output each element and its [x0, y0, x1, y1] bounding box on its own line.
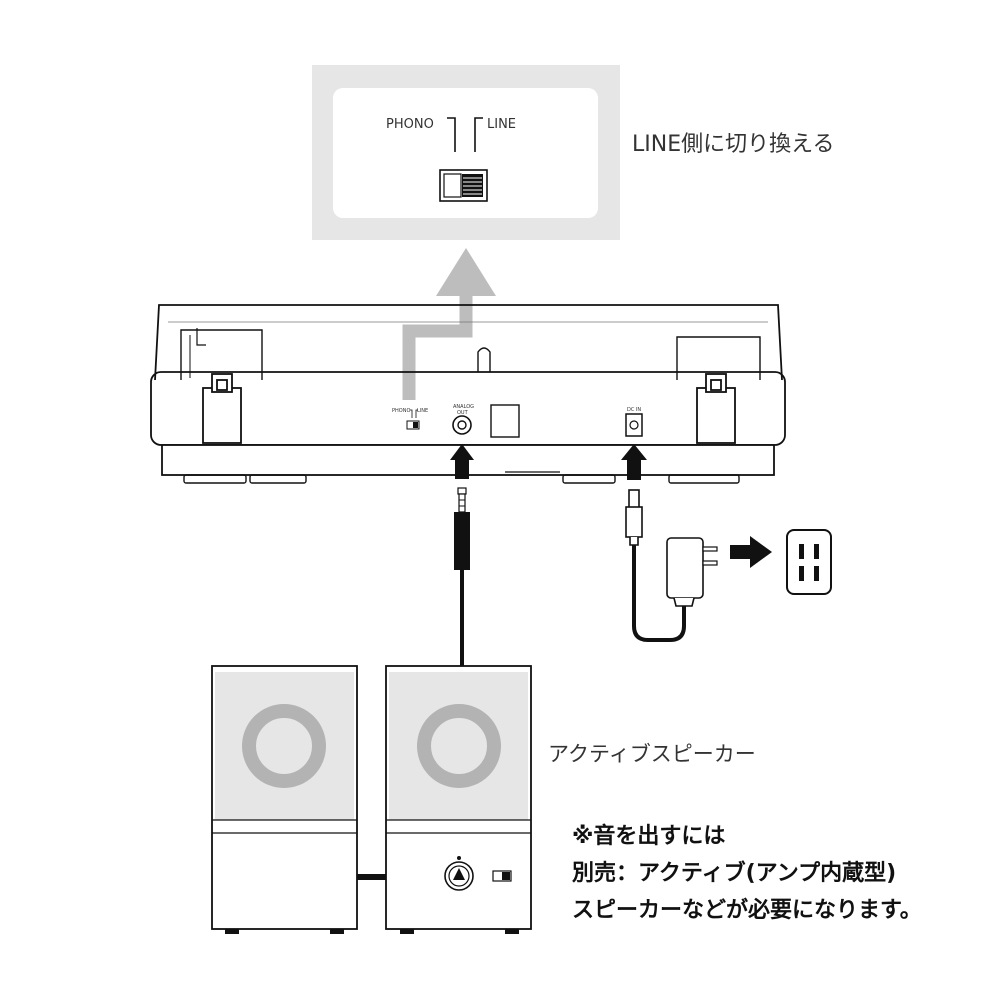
note-line-1: ※音を出すには: [572, 824, 726, 849]
dust-cover: [154, 304, 783, 381]
volume-knob: [444, 856, 474, 891]
callout-arrow: [402, 248, 496, 400]
speaker-left: [211, 665, 358, 934]
outlet-arrow: [730, 536, 772, 568]
callout-inner-panel: [333, 88, 598, 218]
ac-adapter: [625, 489, 718, 642]
speaker-left-driver: [242, 704, 326, 788]
audio-cable-arrow: [450, 444, 474, 479]
requirement-note: ※音を出すには 別売：アクティブ(アンプ内蔵型) スピーカーなどが必要になります…: [572, 818, 992, 929]
callout-line-label: LINE: [487, 117, 516, 132]
rear-line-label: LINE: [417, 408, 428, 414]
power-cable-arrow: [621, 444, 647, 480]
dc-plug-body: [625, 506, 643, 538]
dc-in-label: DC IN: [627, 407, 641, 413]
callout-phono-bracket: [447, 117, 456, 152]
mini-plug-body: [454, 512, 470, 570]
adapter-body: [666, 537, 704, 599]
turntable-rear-labels: PHONO LINE ANALOG OUT DC IN: [392, 404, 643, 437]
callout-line-bracket: [474, 117, 483, 152]
wall-outlet: [786, 529, 832, 595]
speaker-link-cable: [357, 874, 386, 880]
rear-vent: [490, 404, 520, 438]
callout-slide-switch: [439, 169, 488, 202]
dc-in-jack: [625, 413, 643, 437]
adapter-cord: [632, 545, 686, 642]
power-switch: [492, 870, 512, 882]
analog-out-label-1: ANALOG: [453, 404, 474, 410]
analog-out-jack: [452, 415, 472, 435]
note-line-2: 別売：アクティブ(アンプ内蔵型): [572, 861, 897, 886]
rear-phono-label: PHONO: [392, 408, 410, 414]
dc-plug-tip: [628, 489, 640, 509]
speaker-right-driver: [417, 704, 501, 788]
analog-out-label-2: OUT: [457, 410, 469, 416]
audio-cable: [454, 487, 470, 666]
turntable-rear: [150, 304, 786, 484]
note-line-3: スピーカーなどが必要になります。: [572, 898, 922, 923]
callout-phono-label: PHONO: [386, 117, 434, 132]
speaker-right: [385, 665, 532, 934]
mini-plug-tip: [457, 487, 467, 495]
speaker-label: アクティブスピーカー: [548, 742, 756, 766]
switch-caption: LINE側に切り換える: [632, 132, 835, 157]
switch-callout: PHONO LINE: [312, 65, 620, 240]
